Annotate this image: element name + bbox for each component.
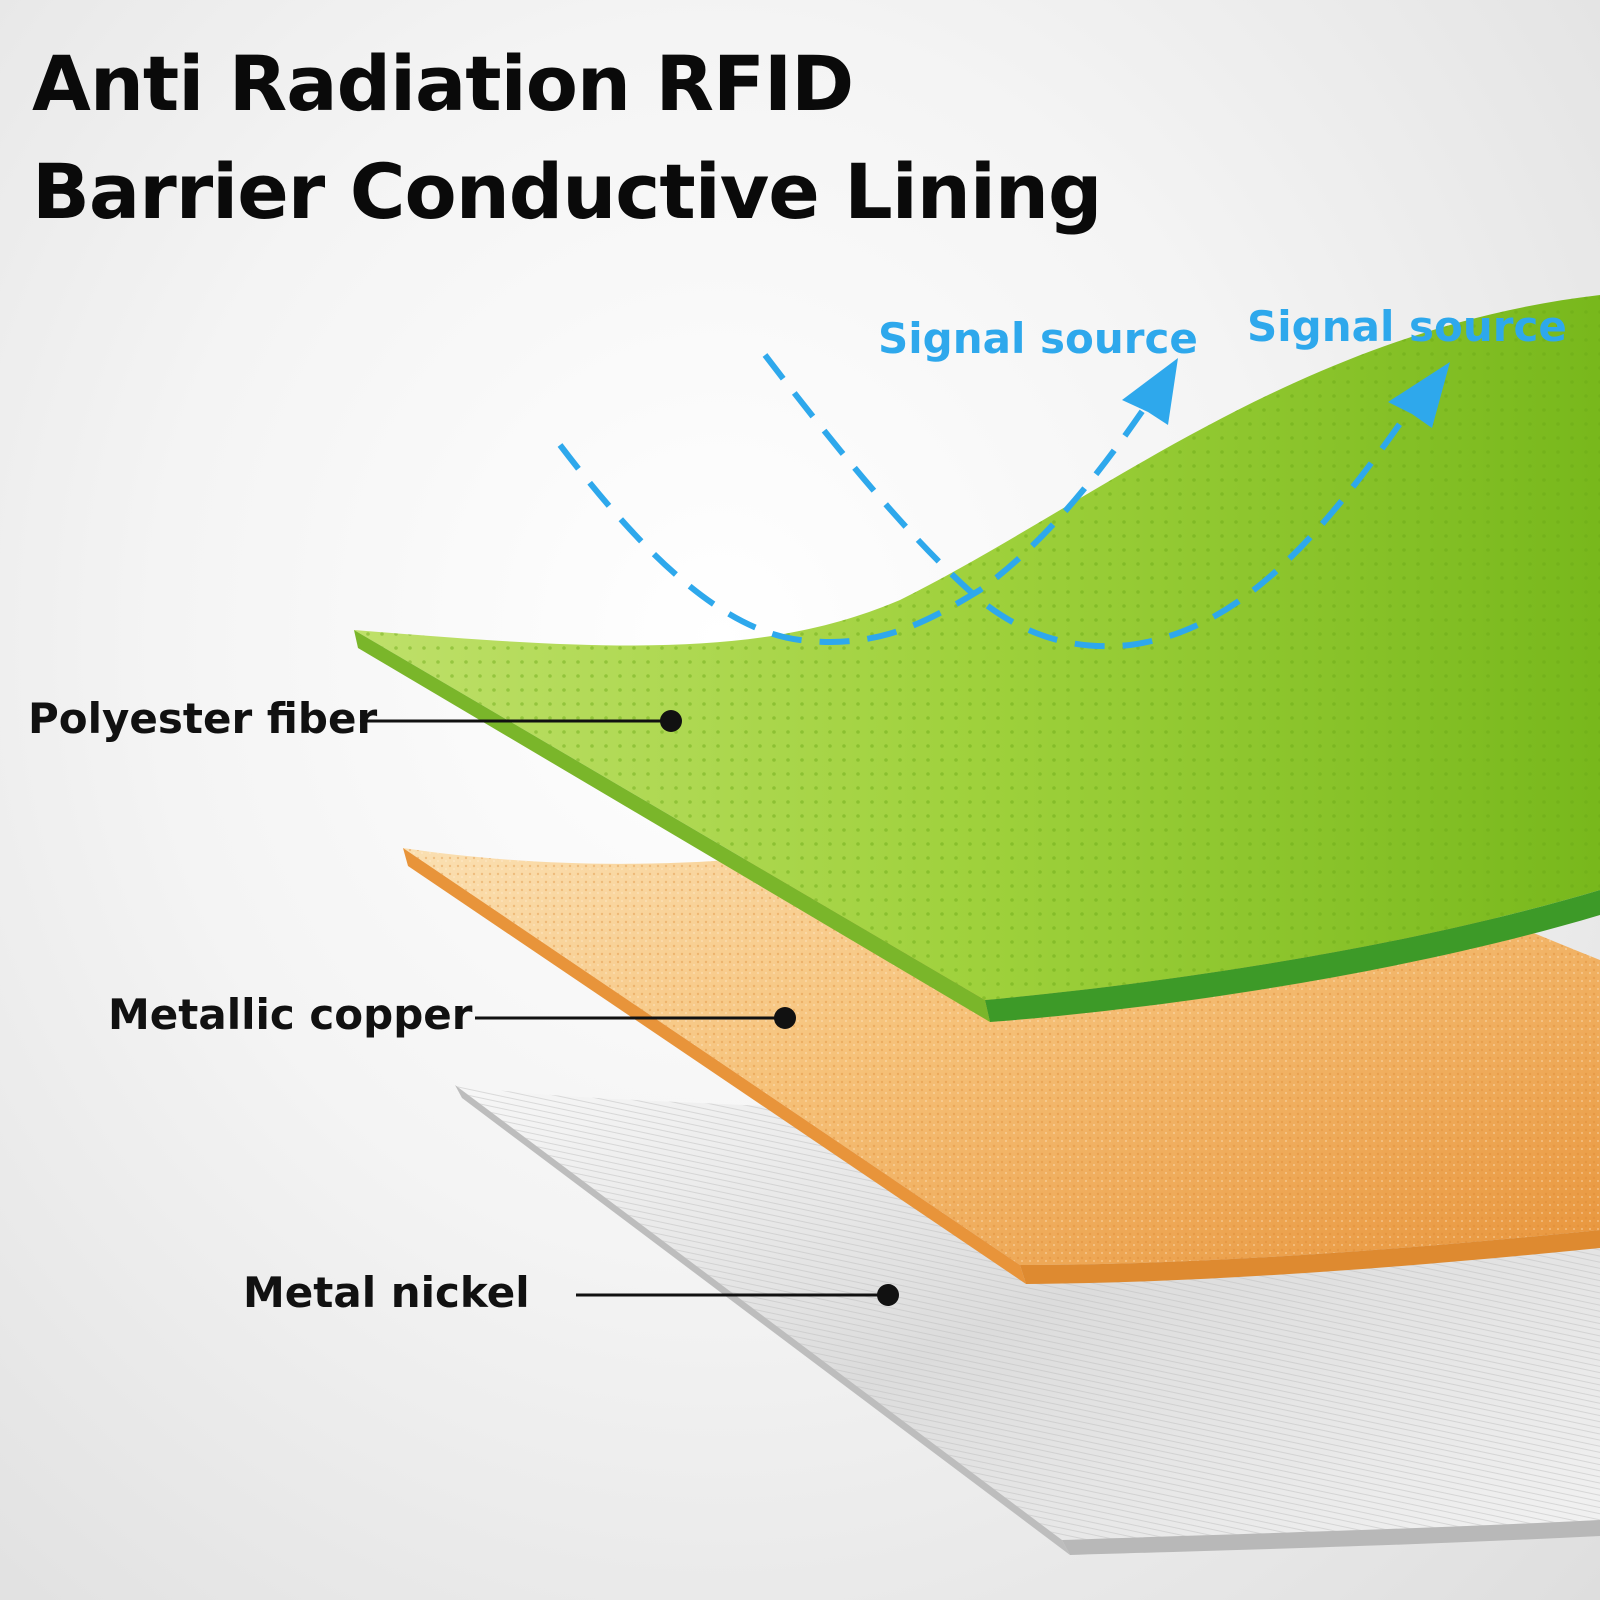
title-line-2: Barrier Conductive Lining bbox=[32, 147, 1102, 236]
layer-label-polyester: Polyester fiber bbox=[28, 694, 378, 743]
signal-paths bbox=[557, 353, 1423, 650]
signal-source-label-1: Signal source bbox=[878, 314, 1198, 363]
leader-dot-nickel bbox=[877, 1284, 899, 1306]
title-line-1: Anti Radiation RFID bbox=[32, 39, 854, 128]
page-title: Anti Radiation RFID Barrier Conductive L… bbox=[32, 30, 1102, 246]
arrow-up-right-icon bbox=[1122, 358, 1178, 425]
leader-dot-polyester bbox=[660, 710, 682, 732]
leader-dot-copper bbox=[774, 1007, 796, 1029]
layer-label-copper: Metallic copper bbox=[108, 990, 473, 1039]
layer-label-nickel: Metal nickel bbox=[243, 1268, 530, 1317]
signal-source-label-2: Signal source bbox=[1247, 302, 1567, 351]
signal-path-2 bbox=[762, 353, 1423, 650]
leader-lines bbox=[360, 710, 899, 1306]
polyester-layer bbox=[354, 295, 1600, 1022]
arrow-up-right-icon bbox=[1388, 362, 1450, 428]
signal-arrowheads bbox=[1122, 358, 1450, 428]
signal-path-1 bbox=[557, 383, 1163, 645]
